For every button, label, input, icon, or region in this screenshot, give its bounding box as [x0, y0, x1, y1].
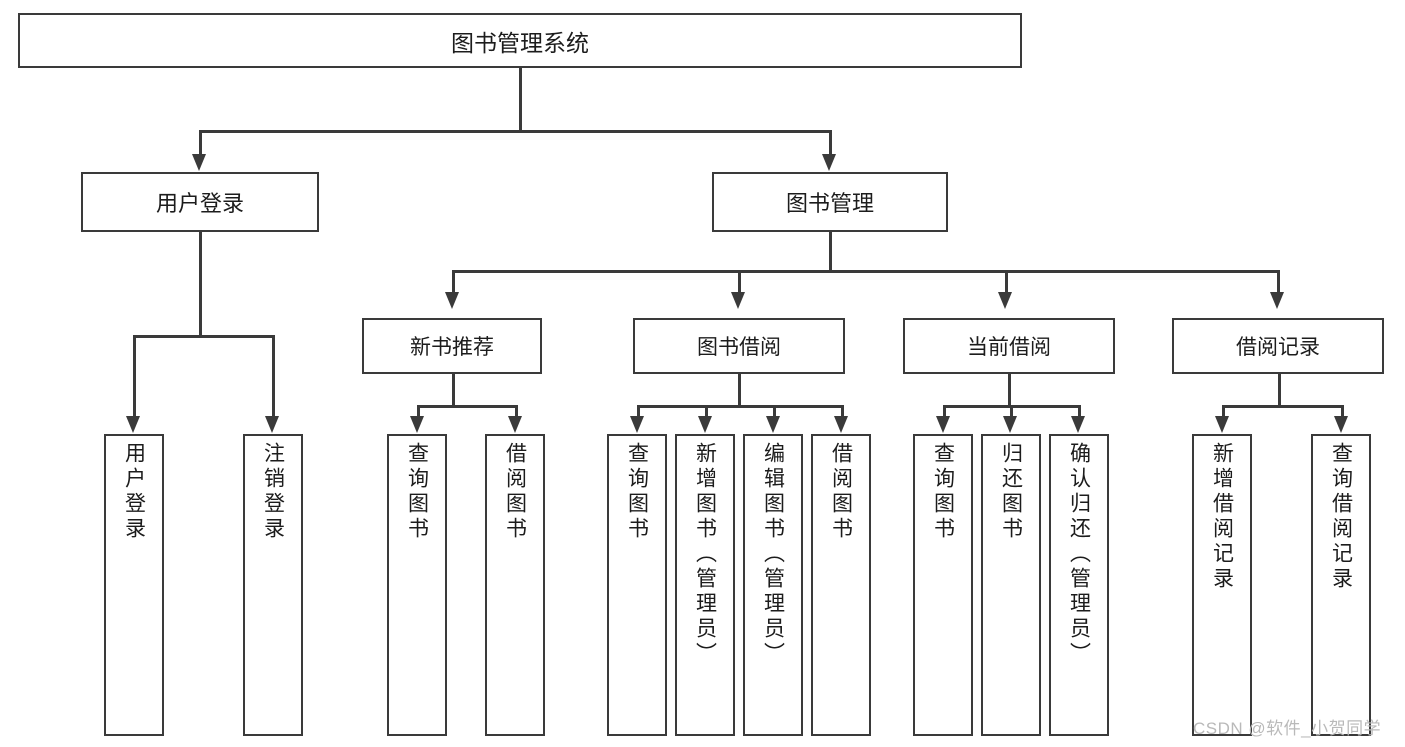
connector-root-stem: [519, 68, 522, 130]
leaf-book-borrow-0[interactable]: 查询图书: [607, 434, 667, 736]
connector-book-mgmt-drop-3: [1277, 270, 1280, 294]
leaf-book-borrow-2[interactable]: 编辑图书（管理员）: [743, 434, 803, 736]
node-user-login[interactable]: 用户登录: [81, 172, 319, 232]
leaf-label: 查询图书: [625, 442, 649, 542]
node-label: 借阅记录: [1236, 336, 1320, 359]
arrowhead-book-borrow-0: [630, 416, 644, 433]
connector-root-to-l1-0: [199, 130, 202, 156]
leaf-label: 归还图书: [999, 442, 1023, 542]
leaf-label: 借阅图书: [503, 442, 527, 542]
connector-borrow-record-drop-1: [1341, 405, 1344, 418]
leaf-label: 注销登录: [261, 442, 285, 542]
connector-book-borrow-drop-2: [773, 405, 776, 418]
connector-root-to-l1-1: [829, 130, 832, 156]
node-borrow-record[interactable]: 借阅记录: [1172, 318, 1384, 374]
csdn-watermark: CSDN @软件_小贺同学: [1193, 719, 1382, 738]
connector-book-borrow-drop-1: [705, 405, 708, 418]
connector-new-book-bus: [417, 405, 515, 408]
leaf-label: 查询图书: [931, 442, 955, 542]
connector-book-mgmt-drop-2: [1005, 270, 1008, 294]
arrowhead-current-borrow-2: [1071, 416, 1085, 433]
connector-book-mgmt-drop-0: [452, 270, 455, 294]
leaf-borrow-record-0[interactable]: 新增借阅记录: [1192, 434, 1252, 736]
connector-current-borrow-drop-2: [1078, 405, 1081, 418]
node-label: 当前借阅: [967, 336, 1051, 359]
connector-borrow-record-stem: [1278, 374, 1281, 405]
connector-current-borrow-stem: [1008, 374, 1011, 405]
arrowhead-book-mgmt-2: [998, 292, 1012, 309]
arrowhead-book-mgmt-3: [1270, 292, 1284, 309]
node-new-book-recommend[interactable]: 新书推荐: [362, 318, 542, 374]
arrowhead-book-mgmt-0: [445, 292, 459, 309]
connector-book-mgmt-drop-1: [738, 270, 741, 294]
arrowhead-current-borrow-0: [936, 416, 950, 433]
connector-borrow-record-bus: [1222, 405, 1341, 408]
arrowhead-user-login-1: [265, 416, 279, 433]
connector-book-borrow-drop-0: [637, 405, 640, 418]
connector-book-borrow-bus: [637, 405, 842, 408]
leaf-label: 查询图书: [405, 442, 429, 542]
node-book-borrow[interactable]: 图书借阅: [633, 318, 845, 374]
leaf-label: 借阅图书: [829, 442, 853, 542]
arrowhead-current-borrow-1: [1003, 416, 1017, 433]
connector-user-login-drop-1: [272, 335, 275, 418]
node-book-management[interactable]: 图书管理: [712, 172, 948, 232]
arrowhead-new-book-1: [508, 416, 522, 433]
arrowhead-book-borrow-1: [698, 416, 712, 433]
leaf-label: 查询借阅记录: [1329, 442, 1353, 592]
connector-borrow-record-drop-0: [1222, 405, 1225, 418]
leaf-label: 新增借阅记录: [1210, 442, 1234, 592]
connector-new-book-drop-0: [417, 405, 420, 418]
leaf-current-borrow-0[interactable]: 查询图书: [913, 434, 973, 736]
leaf-current-borrow-1[interactable]: 归还图书: [981, 434, 1041, 736]
arrowhead-book-borrow-3: [834, 416, 848, 433]
leaf-user-login-1[interactable]: 注销登录: [243, 434, 303, 736]
arrowhead-borrow-record-1: [1334, 416, 1348, 433]
node-label: 图书管理: [785, 191, 874, 216]
connector-book-mgmt-stem: [829, 232, 832, 270]
connector-current-borrow-drop-0: [943, 405, 946, 418]
arrowhead-user-login-0: [126, 416, 140, 433]
leaf-label: 确认归还（管理员）: [1067, 442, 1091, 667]
node-label: 图书借阅: [697, 336, 781, 359]
connector-root-bus: [199, 130, 831, 133]
leaf-label: 用户登录: [122, 442, 146, 542]
connector-user-login-bus: [133, 335, 272, 338]
arrowhead-book-mgmt-1: [731, 292, 745, 309]
node-label: 新书推荐: [410, 336, 494, 359]
leaf-label: 新增图书（管理员）: [693, 442, 717, 667]
node-root-book-management-system[interactable]: 图书管理系统: [18, 13, 1022, 68]
connector-user-login-drop-0: [133, 335, 136, 418]
leaf-user-login-0[interactable]: 用户登录: [104, 434, 164, 736]
arrowhead-borrow-record-0: [1215, 416, 1229, 433]
leaf-borrow-record-1[interactable]: 查询借阅记录: [1311, 434, 1371, 736]
connector-current-borrow-drop-1: [1010, 405, 1013, 418]
connector-new-book-drop-1: [515, 405, 518, 418]
arrowhead-book-borrow-2: [766, 416, 780, 433]
arrowhead-new-book-0: [410, 416, 424, 433]
connector-new-book-stem: [452, 374, 455, 405]
leaf-new-book-1[interactable]: 借阅图书: [485, 434, 545, 736]
arrowhead-root-to-l1-0: [192, 154, 206, 171]
leaf-book-borrow-3[interactable]: 借阅图书: [811, 434, 871, 736]
node-current-borrow[interactable]: 当前借阅: [903, 318, 1115, 374]
node-label: 图书管理系统: [451, 29, 589, 56]
connector-book-borrow-stem: [738, 374, 741, 405]
leaf-label: 编辑图书（管理员）: [761, 442, 785, 667]
leaf-book-borrow-1[interactable]: 新增图书（管理员）: [675, 434, 735, 736]
connector-book-mgmt-bus: [452, 270, 1279, 273]
connector-book-borrow-drop-3: [841, 405, 844, 418]
connector-user-login-stem: [199, 232, 202, 335]
node-label: 用户登录: [155, 191, 244, 216]
arrowhead-root-to-l1-1: [822, 154, 836, 171]
leaf-current-borrow-2[interactable]: 确认归还（管理员）: [1049, 434, 1109, 736]
leaf-new-book-0[interactable]: 查询图书: [387, 434, 447, 736]
